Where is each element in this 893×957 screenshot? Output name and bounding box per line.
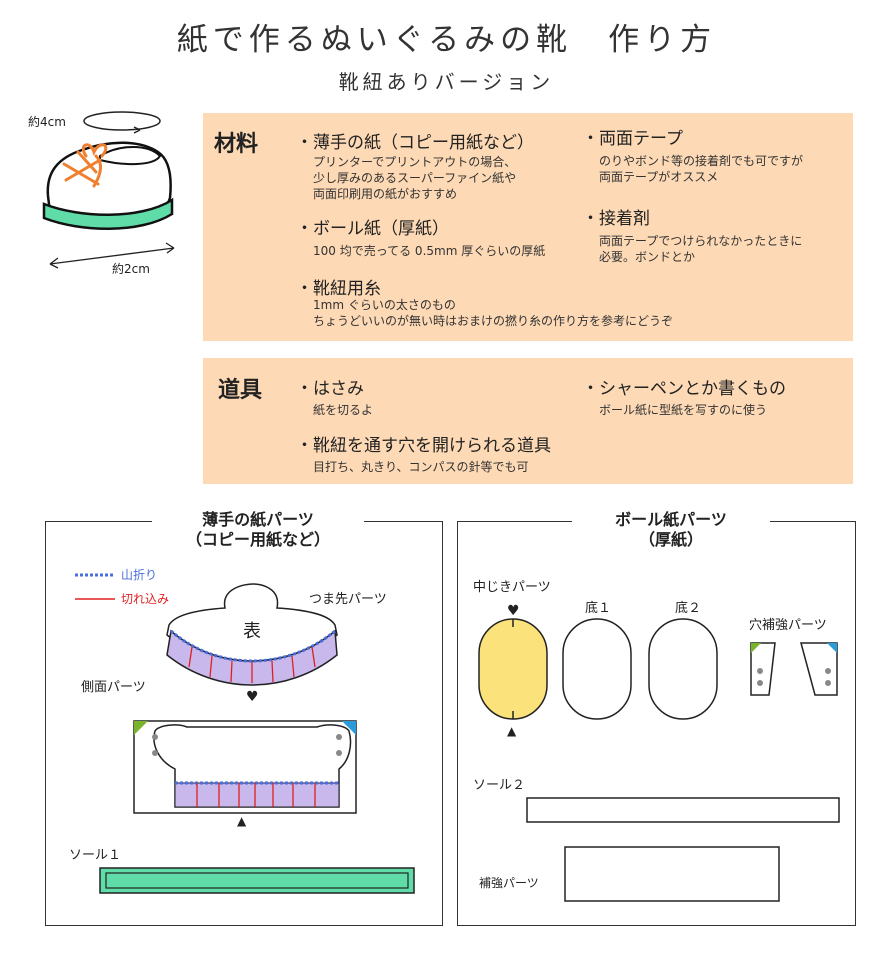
corner-green-marker-left	[751, 643, 761, 653]
sole2-label: ソール２	[473, 778, 525, 793]
front-mark: 表	[243, 621, 261, 642]
rotation-arrow-icon	[83, 111, 161, 131]
shoe-opening	[99, 146, 162, 166]
material-lace-thread-note-2: ちょうどいいのが無い時はおまけの撚り糸の作り方を参考にどうぞ	[313, 314, 674, 328]
board-parts-title-line2: （厚紙）	[638, 530, 703, 549]
length-label: 約2cm	[112, 261, 150, 276]
sole1-label: ソール１	[69, 848, 121, 863]
material-cardboard: ・ボール紙（厚紙）	[296, 219, 449, 239]
bottom2-label: 底２	[675, 600, 701, 616]
shoe-illustration: 約4cm 約2cm	[28, 111, 175, 276]
shoelace-icon	[62, 143, 108, 188]
material-thin-paper-note-3: 両面印刷用の紙がおすすめ	[313, 187, 458, 201]
material-double-tape: ・両面テープ	[582, 129, 683, 149]
corner-blue-marker-right	[827, 643, 837, 653]
material-thin-paper-note-2: 少し厚みのあるスーパーファイン紙や	[313, 171, 517, 185]
tool-scissors-note: 紙を切るよ	[313, 403, 374, 417]
heart-marker-icon: ♥	[246, 689, 259, 705]
board-parts-diagram: 中じきパーツ ♥ ▲ 底１ 底２ 穴補強パーツ ソール２ 補強パーツ	[473, 580, 840, 902]
material-cardboard-note: 100 均で売ってる 0.5mm 厚ぐらいの厚紙	[313, 244, 546, 258]
tool-hole-punch-note: 目打ち、丸きり、コンパスの針等でも可	[313, 460, 529, 474]
triangle-marker-icon: ▲	[237, 814, 247, 828]
material-double-tape-note-2: 両面テープがオススメ	[599, 170, 719, 184]
hole-reinforce-part-right	[800, 642, 838, 696]
sole1-part	[99, 867, 415, 894]
hole-reinforce-label: 穴補強パーツ	[749, 618, 827, 633]
material-thin-paper-note-1: プリンターでプリントアウトの場合、	[313, 155, 517, 169]
legend-fold-label: 山折り	[121, 567, 157, 582]
thin-parts-title: 薄手の紙パーツ （コピー用紙など）	[152, 510, 364, 550]
page-subtitle: 靴紐ありバージョン	[338, 70, 555, 94]
toe-fold-line	[170, 629, 336, 663]
material-lace-thread: ・靴紐用糸	[296, 279, 381, 299]
reinforce-part	[564, 846, 780, 902]
sole2-part	[526, 797, 840, 823]
page-title: 紙で作るぬいぐるみの靴 作り方	[176, 22, 717, 58]
material-double-tape-note-1: のりやボンド等の接着剤でも可ですが	[599, 154, 804, 168]
tool-pencil-note: ボール紙に型紙を写すのに使う	[599, 403, 768, 417]
reinforce-label: 補強パーツ	[479, 876, 539, 890]
sole1-inner-line	[105, 872, 409, 889]
thin-parts-diagram: 山折り 切れ込み 表 つま先パーツ ♥ 側面パーツ ▲ ソール１	[69, 567, 415, 894]
tools-heading: 道具	[218, 378, 263, 403]
board-parts-title-line1: ボール紙パーツ	[615, 510, 727, 529]
material-glue: ・接着剤	[582, 209, 650, 229]
thin-parts-title-line2: （コピー用紙など）	[185, 530, 330, 549]
toe-part-label: つま先パーツ	[309, 592, 387, 607]
insole-part	[478, 618, 548, 720]
tool-pencil: ・シャーペンとか書くもの	[582, 379, 786, 399]
shoe-sole	[42, 197, 174, 230]
bottom2-part	[648, 618, 718, 720]
material-lace-thread-note-1: 1mm ぐらいの太さのもの	[313, 298, 456, 312]
corner-blue-marker	[342, 721, 356, 735]
tools-panel	[203, 358, 853, 484]
rotation-arrowhead-icon	[133, 126, 141, 134]
hole-reinforce-dots	[757, 668, 831, 686]
corner-green-marker	[134, 721, 148, 735]
tool-scissors: ・はさみ	[296, 379, 364, 399]
hole-reinforce-part-left	[750, 642, 776, 696]
legend-cut-label: 切れ込み	[121, 592, 169, 606]
toe-cut-lines	[188, 646, 316, 683]
insole-label: 中じきパーツ	[473, 580, 551, 595]
bottom1-label: 底１	[585, 600, 611, 616]
lace-hole-markers	[152, 734, 342, 756]
insole-triangle-icon: ▲	[507, 724, 517, 738]
thin-parts-title-line1: 薄手の紙パーツ	[202, 510, 314, 529]
material-glue-note-1: 両面テープでつけられなかったときに	[599, 234, 803, 248]
materials-panel	[203, 113, 853, 341]
bottom1-part	[562, 618, 632, 720]
material-glue-note-2: 必要。ボンドとか	[599, 250, 696, 264]
side-cut-lines	[196, 783, 316, 807]
insole-heart-icon: ♥	[507, 603, 520, 619]
board-parts-title: ボール紙パーツ （厚紙）	[572, 510, 770, 550]
tool-hole-punch: ・靴紐を通す穴を開けられる道具	[296, 436, 551, 456]
toe-part	[166, 583, 338, 666]
material-thin-paper: ・薄手の紙（コピー用紙など）	[296, 133, 534, 153]
length-arrow-icon	[49, 242, 175, 269]
width-label: 約4cm	[28, 114, 66, 129]
side-part-label: 側面パーツ	[81, 680, 146, 695]
materials-heading: 材料	[214, 132, 259, 157]
